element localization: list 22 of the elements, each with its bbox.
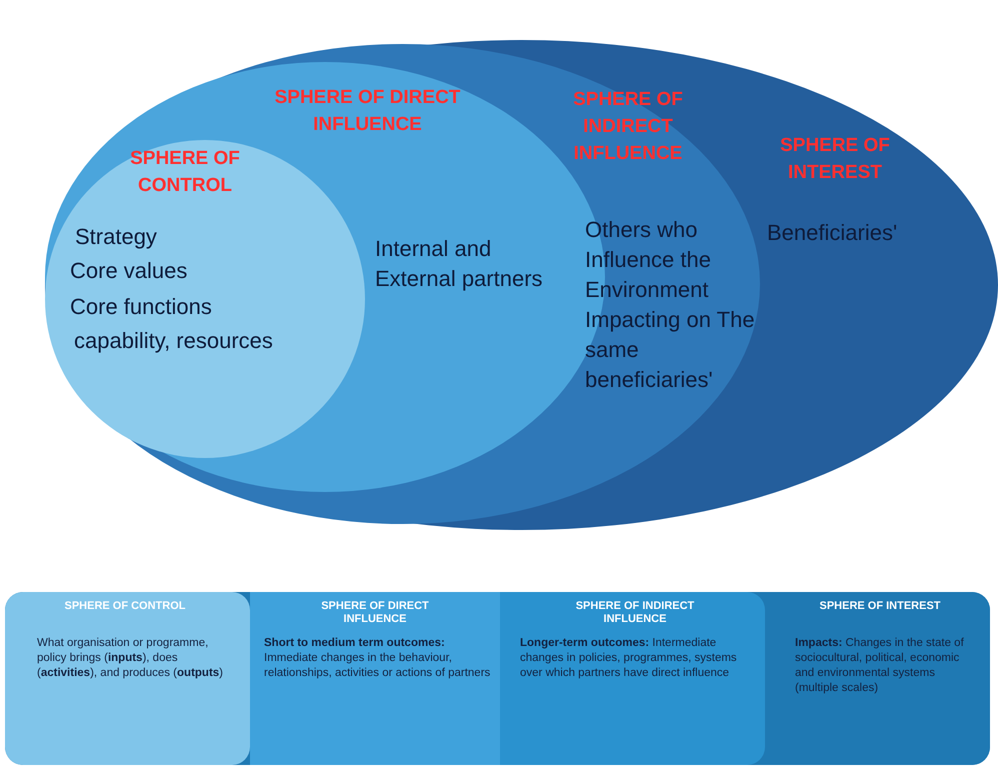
table-column <box>500 592 765 765</box>
sphere-text: Core values <box>70 257 188 285</box>
column-text: Impacts: Changes in the state of sociocultural, political, economic and environmental systems (multiple scales) <box>795 636 965 696</box>
sphere-heading: SPHERE OF CONTROL <box>129 147 241 198</box>
sphere-text: Others who Influence the Environment Impacting on The same beneficiaries' <box>585 216 756 394</box>
sphere-text: Strategy <box>75 223 158 251</box>
sphere-heading: SPHERE OF DIRECT INFLUENCE <box>274 86 462 137</box>
sphere-heading: SPHERE OF INDIRECT INFLUENCE <box>572 88 684 166</box>
sphere-text: Internal and External partners <box>375 235 544 293</box>
table-column <box>250 592 500 765</box>
sphere-heading: SPHERE OF INTEREST <box>779 134 891 185</box>
sphere-text: Core functions <box>70 293 213 321</box>
table-column <box>5 592 250 765</box>
column-heading: SPHERE OF INDIRECT INFLUENCE <box>574 600 696 626</box>
column-heading: SPHERE OF INTEREST <box>818 600 942 613</box>
column-text: What organisation or programme, policy brings (inputs), does (activities), and produces (outputs) <box>37 636 224 681</box>
column-text: Longer-term outcomes: Intermediate changes in policies, programmes, systems over which partners have direct influence <box>520 636 738 681</box>
sphere-text: Beneficiaries' <box>767 219 898 247</box>
column-heading: SPHERE OF CONTROL <box>63 600 186 613</box>
column-text: Short to medium term outcomes: Immediate changes in the behaviour, relationships, activities or actions of partners <box>264 636 492 681</box>
sphere-text: capability, resources <box>74 327 274 355</box>
column-heading: SPHERE OF DIRECT INFLUENCE <box>320 600 430 626</box>
